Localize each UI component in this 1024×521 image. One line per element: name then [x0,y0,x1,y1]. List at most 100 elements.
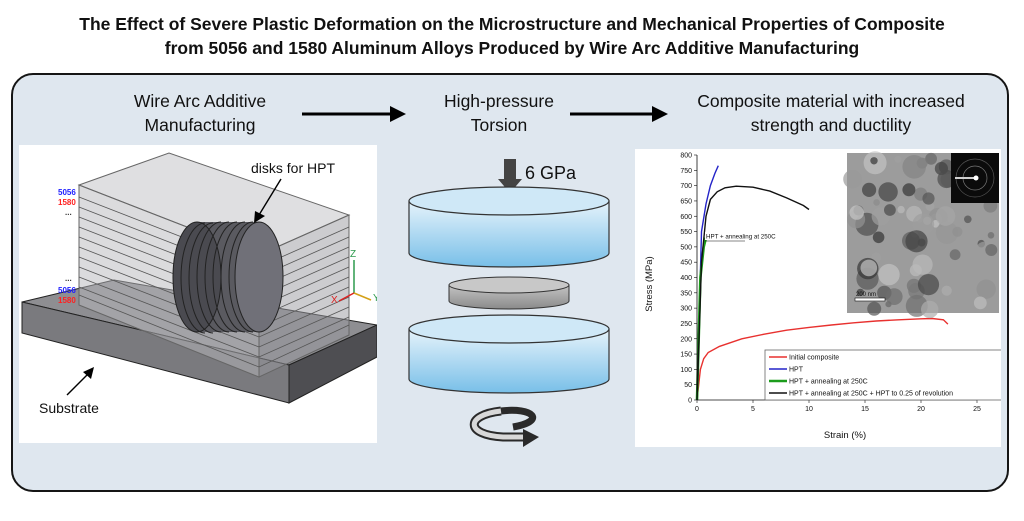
substrate-label: Substrate [39,400,99,416]
grain [925,152,937,165]
step-waam-label: Wire Arc Additive Manufacturing [115,89,285,137]
x-tick-label: 0 [695,406,699,413]
axis-label-x: X [331,295,338,306]
y-tick-label: 500 [680,244,692,251]
grain [905,230,928,253]
pressure-label: 6 GPa [525,163,577,183]
grain [873,199,880,206]
title-line-2: from 5056 and 1580 Aluminum Alloys Produ… [164,38,860,58]
step-hpt-label: High-pressure Torsion [421,89,577,137]
scale-bar: 200 nm [854,292,886,302]
y-tick-label: 200 [680,336,692,343]
series-line-1 [696,317,949,401]
grain [872,231,885,244]
substrate-pointer-head [83,367,94,379]
grain [941,285,952,296]
legend-entry-1: Initial composite [789,355,839,362]
grain [921,300,939,319]
axis-label-y: Y [373,293,377,304]
graphical-abstract-panel: Wire Arc Additive Manufacturing High-pre… [11,73,1009,492]
grain [878,182,898,202]
grain [964,215,972,224]
step-composite-line2: strength and ductility [750,115,912,135]
grain [862,182,877,197]
series-line-4 [696,185,810,401]
hpt-illustration: 6 GPa [408,159,610,447]
y-tick-label: 150 [680,352,692,359]
series-layer [695,165,949,401]
x-tick-label: 15 [861,406,869,413]
legend-entry-2: HPT [789,367,804,374]
substrate-pointer-line [66,372,90,396]
grain [973,296,987,310]
y-tick-label: 400 [680,275,692,282]
grain [885,242,895,251]
y-tick-label: 0 [688,398,692,405]
lower-anvil [408,314,610,394]
y-tick-label: 650 [680,198,692,205]
stress-strain-chart: 0501001502002503003504004505005506006507… [644,151,1006,441]
y-tick-label: 250 [680,321,692,328]
x-axis-label: Strain (%) [824,430,866,441]
flow-arrow-icon [302,106,406,122]
x-tick-label: 10 [805,406,813,413]
grain [867,301,882,316]
grain [902,183,916,197]
pressure-arrow-icon [498,159,522,193]
grain [849,205,864,220]
upper-anvil [408,186,610,268]
x-tick-label: 5 [751,406,755,413]
step-waam-line2: Manufacturing [144,115,256,135]
title-line-1: The Effect of Severe Plastic Deformation… [79,14,945,34]
grain [843,169,862,189]
disks-label: disks for HPT [251,160,335,176]
series-line-2 [696,165,719,401]
layer-label-ellipsis: ... [65,208,72,217]
step-hpt-line2: Torsion [470,115,528,135]
y-tick-label: 800 [680,153,692,160]
x-tick-label: 25 [973,406,981,413]
grain [949,249,961,261]
grain [922,192,935,205]
disks-pointer-line [258,178,282,216]
y-tick-label: 700 [680,183,692,190]
grain [856,288,865,297]
hpt-disks-cylinder [172,221,284,334]
disks-pointer-head [254,211,265,223]
grain [894,155,902,163]
y-axis-label: Stress (MPa) [644,256,655,311]
scale-bar-label: 200 nm [856,292,876,298]
page-title: The Effect of Severe Plastic Deformation… [0,12,1024,60]
y-tick-label: 100 [680,367,692,374]
grain [912,254,933,275]
waam-illustration: disks for HPT 5056 1580 ... ... 5056 158… [19,145,380,443]
grain [884,204,896,216]
layer-label-5056: 5056 [58,286,76,295]
legend-entry-3: HPT + annealing at 250C [789,379,868,386]
grain [917,274,940,296]
grain [935,221,959,244]
waam-drawing: disks for HPT 5056 1580 ... ... 5056 158… [21,152,380,416]
y-tick-label: 300 [680,306,692,313]
grain [912,213,935,236]
y-tick-label: 50 [684,382,692,389]
flow-arrow-icon [570,106,668,122]
layer-label-1580: 1580 [58,198,76,207]
grain [935,206,956,226]
annotation-label: HPT + annealing at 250C [706,234,776,241]
grain [870,157,878,165]
y-tick-label: 450 [680,260,692,267]
y-tick-label: 750 [680,168,692,175]
grain [976,279,996,299]
grain [987,232,995,239]
axis-triad-icon: Z X Y [331,249,380,306]
grain [897,205,905,214]
y-tick-label: 600 [680,214,692,221]
chart-annotation: HPT + annealing at 250C [705,232,787,242]
step-waam-line1: Wire Arc Additive [133,91,267,111]
legend-entry-4: HPT + annealing at 250C + HPT to 0.25 of… [789,391,953,398]
step-hpt-line1: High-pressure [444,91,554,111]
axis-label-z: Z [350,249,356,260]
